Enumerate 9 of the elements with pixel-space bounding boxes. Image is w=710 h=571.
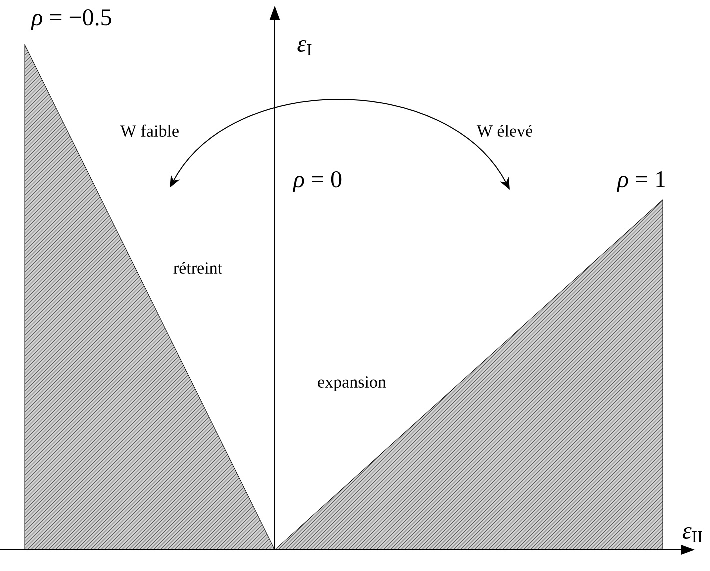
region-label: W faible [120,124,179,138]
axis-label: ε$_{I}$ [298,40,312,56]
rho-label: ρ = −0.5 [31,9,112,31]
rho-label: ρ = 0 [292,171,342,193]
region-label: rétreint [174,262,222,274]
rho-label: ρ = 1 [616,172,666,192]
region-label: expansion [318,376,386,392]
region-label: W élevé [476,124,532,138]
axis-label: ε$_{II}$ [682,527,702,543]
